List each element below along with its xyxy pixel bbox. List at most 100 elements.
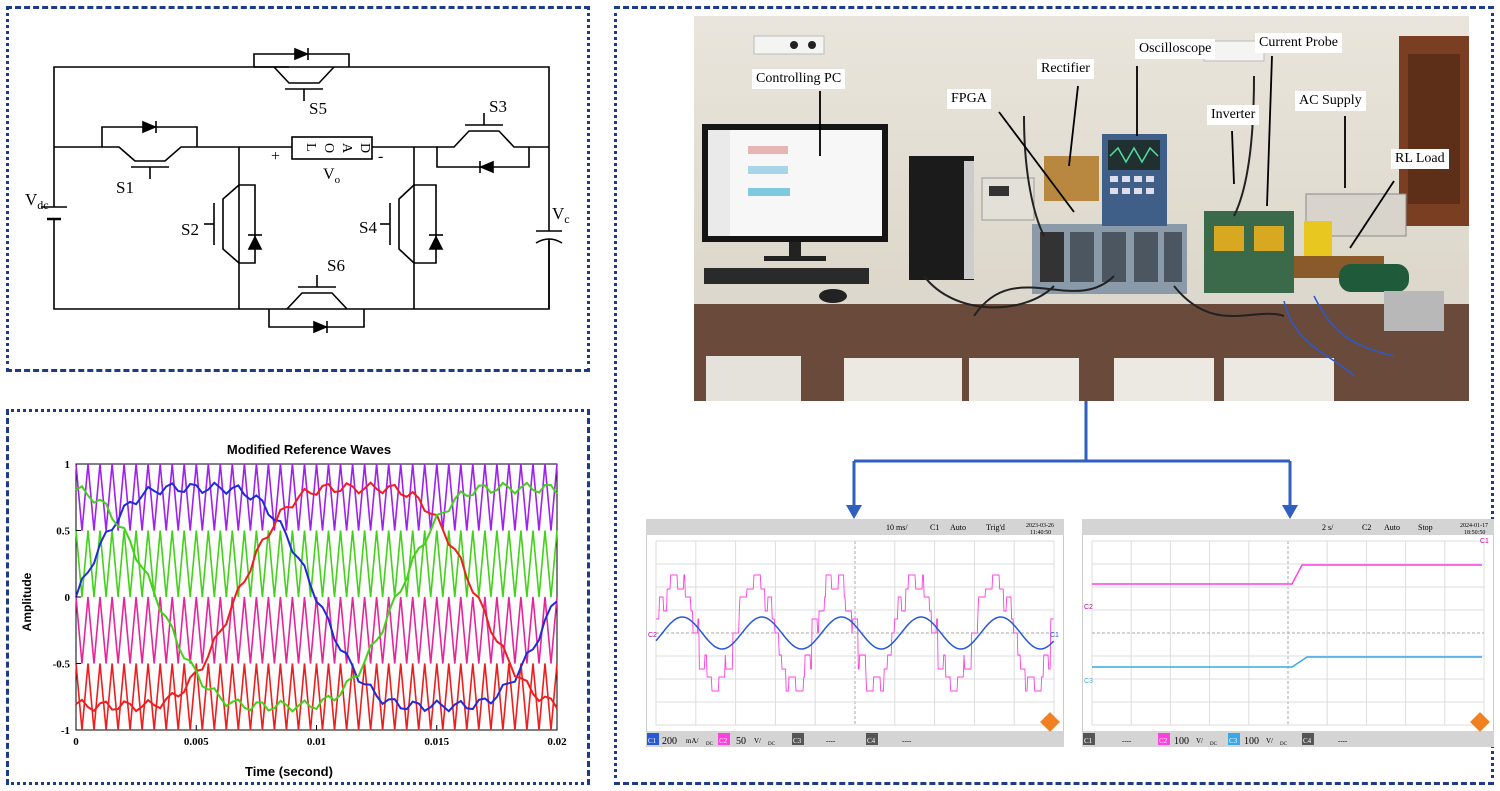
scope1-status: Trig'd bbox=[986, 523, 1005, 532]
connector-arrows bbox=[846, 401, 1298, 519]
scope2-date: 2024-01-17 bbox=[1460, 523, 1488, 529]
chart-title: Modified Reference Waves bbox=[227, 442, 391, 457]
switch-label-s2: S2 bbox=[181, 220, 199, 239]
scope1-c3-value: ---- bbox=[826, 737, 836, 745]
scope1-channel: C1 bbox=[930, 523, 939, 532]
oscilloscope-capture-1: 10 ms/ C1 Auto Trig'd 2023-03-26 11:40:5… bbox=[646, 519, 1064, 747]
y-tick-label: -0.5 bbox=[53, 659, 71, 671]
load-box-text: L O A D bbox=[303, 143, 372, 154]
carrier-wave-4 bbox=[75, 663, 558, 731]
label-rl-load: RL Load bbox=[1391, 149, 1449, 169]
label-controlling-pc: Controlling PC bbox=[752, 69, 846, 89]
reference-wave-2 bbox=[75, 481, 558, 713]
carrier-wave-1 bbox=[75, 463, 558, 531]
x-axis-label: Time (second) bbox=[245, 764, 333, 779]
label-rectifier: Rectifier bbox=[1037, 59, 1094, 79]
x-tick-label: 0.01 bbox=[307, 736, 326, 748]
scope2-status: Stop bbox=[1418, 523, 1433, 532]
chart-plot-area bbox=[75, 463, 558, 731]
reference-wave-1 bbox=[75, 481, 558, 713]
scope1-marker-left: C2 bbox=[648, 632, 657, 639]
label-oscilloscope: Oscilloscope bbox=[1135, 39, 1216, 59]
scope1-c3-tag: C3 bbox=[793, 737, 802, 745]
vdc-label: Vdc bbox=[25, 190, 49, 212]
y-tick-label: 0.5 bbox=[56, 526, 70, 538]
scope1-c1-coupling: DC bbox=[706, 742, 714, 747]
scope2-c2-coupling: DC bbox=[1210, 742, 1218, 747]
label-ac-supply: AC Supply bbox=[1295, 91, 1366, 111]
load-plus-sign: + bbox=[271, 148, 280, 165]
reference-waves-panel: Modified Reference Waves Time (second) A… bbox=[6, 409, 590, 785]
scope2-c3-value: 100 bbox=[1244, 736, 1259, 747]
carrier-wave-2 bbox=[75, 530, 558, 598]
scope1-mode: Auto bbox=[950, 523, 966, 532]
scope1-c2-unit: V/ bbox=[754, 737, 761, 745]
scope2-c2-unit: V/ bbox=[1196, 737, 1203, 745]
scope1-c1-tag: C1 bbox=[648, 737, 657, 745]
svg-text:L: L bbox=[303, 143, 318, 152]
switch-label-s6: S6 bbox=[327, 256, 345, 275]
scope2-c1-value: ---- bbox=[1122, 737, 1132, 745]
x-tick-label: 0.005 bbox=[184, 736, 209, 748]
h-bridge-circuit: S5 S1 S3 S2 S4 S6 L O A D + - Vo Vdc Vc bbox=[25, 47, 570, 334]
load-minus-sign: - bbox=[378, 148, 383, 165]
scope1-c2-tag: C2 bbox=[719, 737, 728, 745]
y-tick-label: -1 bbox=[61, 725, 70, 737]
label-current-probe: Current Probe bbox=[1255, 33, 1342, 53]
scope2-timebase: 2 s/ bbox=[1322, 523, 1334, 532]
scope2-mode: Auto bbox=[1384, 523, 1400, 532]
scope2-channel: C2 bbox=[1362, 523, 1371, 532]
vc-label: Vc bbox=[552, 204, 570, 226]
scope1-logo-icon bbox=[1040, 712, 1060, 732]
scope2-voltage-trace bbox=[1092, 564, 1482, 585]
reference-wave-3 bbox=[75, 481, 558, 713]
scope1-grid bbox=[655, 540, 1055, 726]
scope1-timebase: 10 ms/ bbox=[886, 523, 908, 532]
vo-label: Vo bbox=[323, 166, 341, 186]
scope2-current-trace bbox=[1092, 656, 1482, 668]
scope2-c3-tag: C3 bbox=[1229, 737, 1238, 745]
switch-label-s3: S3 bbox=[489, 97, 507, 116]
scope1-current-trace bbox=[655, 616, 1055, 650]
scope1-marker-right: C1 bbox=[1050, 632, 1059, 639]
scope2-time: 18:50:50 bbox=[1464, 530, 1485, 536]
scope1-c2-value: 50 bbox=[736, 736, 746, 747]
experimental-setup-panel: Controlling PC FPGA Rectifier Oscillosco… bbox=[614, 6, 1494, 785]
scope2-c4-tag: C4 bbox=[1303, 737, 1312, 745]
scope1-c4-tag: C4 bbox=[867, 737, 876, 745]
oscilloscope-capture-2: 2 s/ C2 Auto Stop 2024-01-17 18:50:50 C2… bbox=[1082, 519, 1494, 747]
scope2-marker-left-top: C2 bbox=[1084, 604, 1093, 611]
scope1-date: 2023-03-26 bbox=[1026, 523, 1054, 529]
scope2-c1-tag: C1 bbox=[1084, 737, 1093, 745]
scope2-c3-unit: V/ bbox=[1266, 737, 1273, 745]
x-tick-label: 0 bbox=[73, 736, 79, 748]
scope2-marker-left-bottom: C3 bbox=[1084, 678, 1093, 685]
scope1-time: 11:40:50 bbox=[1030, 530, 1051, 536]
scope2-c2-tag: C2 bbox=[1159, 737, 1168, 745]
y-axis-label: Amplitude bbox=[20, 572, 34, 631]
carrier-wave-3 bbox=[75, 596, 558, 664]
svg-text:O: O bbox=[321, 143, 336, 153]
y-tick-label: 1 bbox=[65, 459, 71, 471]
switch-label-s1: S1 bbox=[116, 178, 134, 197]
circuit-panel: S5 S1 S3 S2 S4 S6 L O A D + - Vo Vdc Vc bbox=[6, 6, 590, 372]
switch-label-s5: S5 bbox=[309, 99, 327, 118]
svg-text:A: A bbox=[339, 143, 354, 154]
scope2-c2-value: 100 bbox=[1174, 736, 1189, 747]
scope2-c3-coupling: DC bbox=[1280, 742, 1288, 747]
scope1-c1-value: 200 bbox=[662, 736, 677, 747]
scope1-c4-value: ---- bbox=[902, 737, 912, 745]
label-fpga: FPGA bbox=[947, 89, 991, 109]
switch-label-s4: S4 bbox=[359, 218, 377, 237]
scope2-grid bbox=[1091, 540, 1485, 726]
scope1-c1-unit: mA/ bbox=[686, 737, 699, 745]
modified-reference-waves-chart: Modified Reference Waves Time (second) A… bbox=[20, 442, 568, 779]
scope2-c4-value: ---- bbox=[1338, 737, 1348, 745]
scope2-logo-icon bbox=[1470, 712, 1490, 732]
scope2-marker-right: C1 bbox=[1480, 538, 1489, 545]
svg-text:D: D bbox=[357, 143, 372, 153]
y-tick-label: 0 bbox=[65, 592, 71, 604]
label-inverter: Inverter bbox=[1207, 105, 1260, 125]
x-tick-label: 0.02 bbox=[547, 736, 567, 748]
